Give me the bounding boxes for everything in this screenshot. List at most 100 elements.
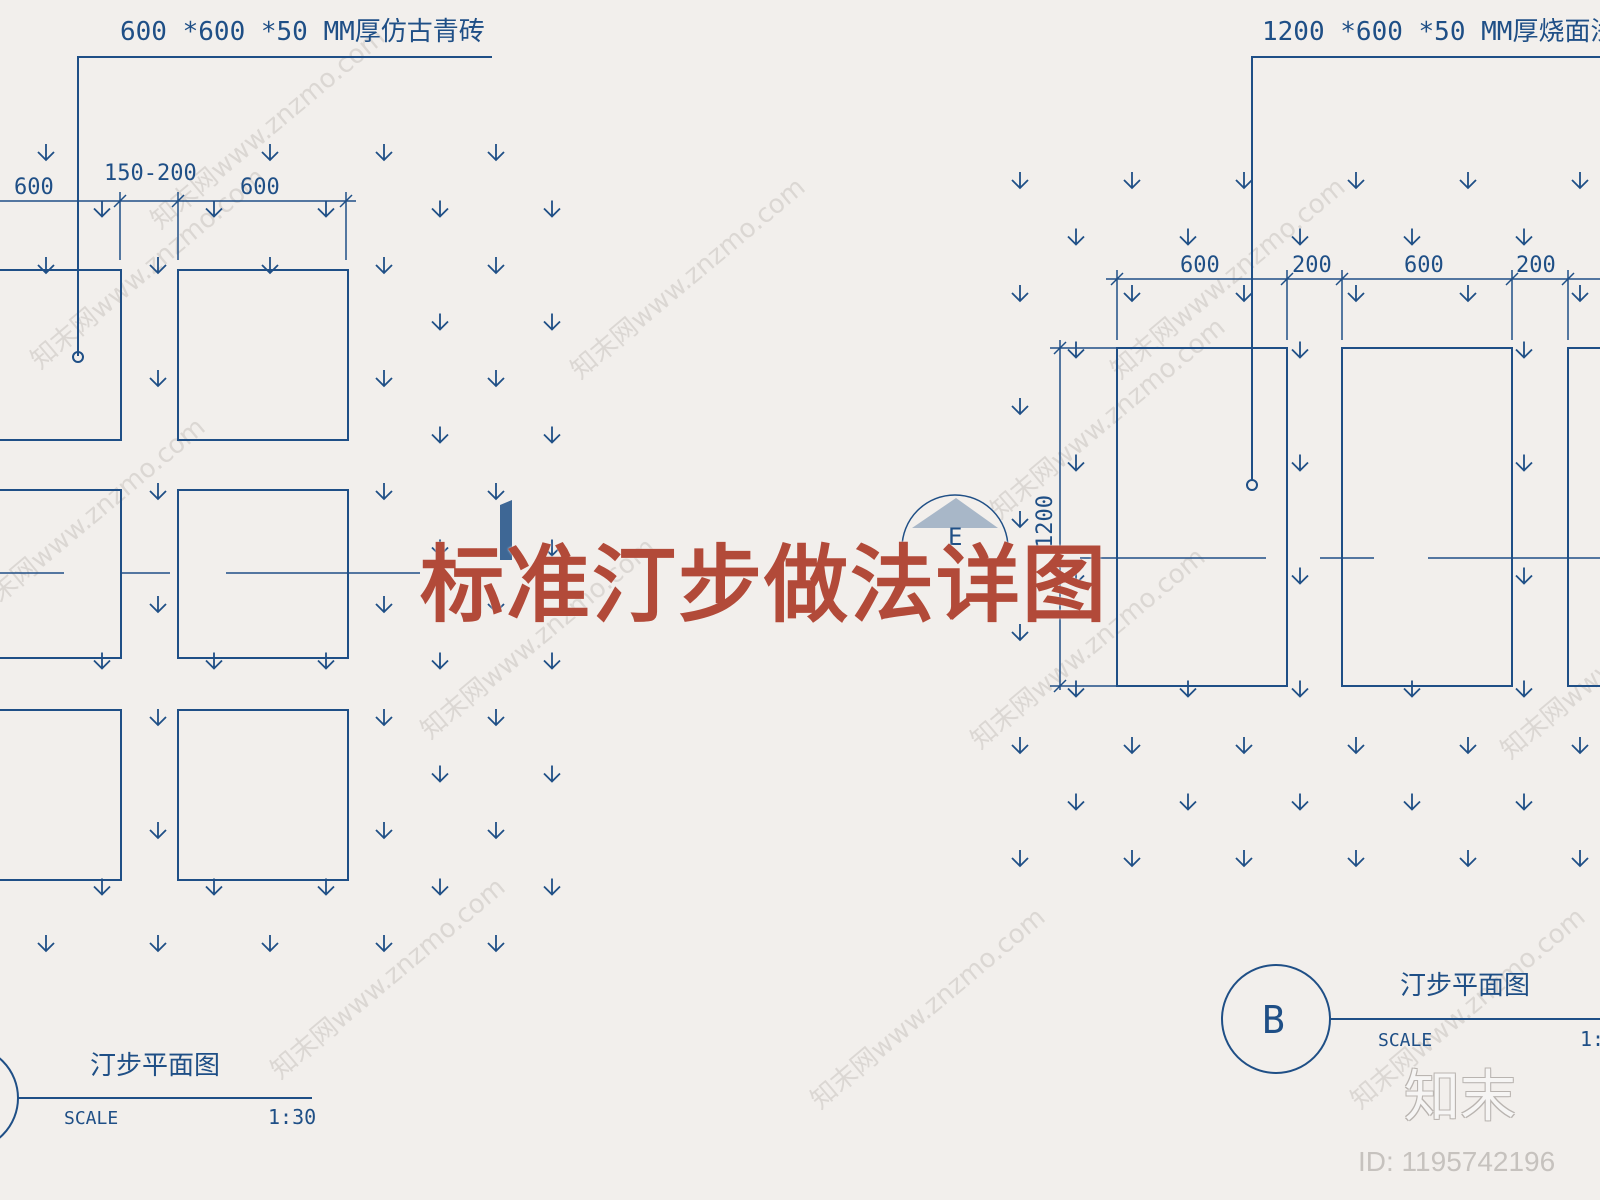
section-cut-arrow [500,500,512,560]
dim-slash [1335,272,1349,286]
left-drawing-marker [0,1057,19,1139]
hatch-arrow [1515,454,1533,472]
hatch-arrow [1515,793,1533,811]
dim-slash [1110,272,1124,286]
hatch-arrow [1459,737,1477,755]
hatch-arrow [1011,398,1029,416]
hatch-arrow [1403,793,1421,811]
hatch-arrow [375,822,393,840]
hatch-arrow [543,426,561,444]
hatch-arrow [487,709,505,727]
stepping-stone [177,269,349,441]
stepping-stone [1116,347,1288,687]
main-title: 标准汀步做法详图 [420,536,1109,634]
watermark-text: 知末网www.znzmo.com [1495,552,1600,765]
left-scale-value: 1:30 [268,1105,316,1129]
right-material-callout: 1200 *600 *50 MM厚烧面浅灰色花岗 [1262,17,1600,47]
stepping-stone [0,709,122,881]
hatch-arrow [149,822,167,840]
left-plan-title: 汀步平面图 [90,1051,220,1081]
hatch-arrow [487,822,505,840]
hatch-arrow [1235,285,1253,303]
hatch-arrow [1011,624,1029,642]
stepping-stone [0,269,122,441]
hatch-arrow [149,709,167,727]
hatch-arrow [1571,850,1589,868]
dim-slash [1280,272,1294,286]
hatch-arrow [1179,680,1197,698]
hatch-arrow [1235,172,1253,190]
dim-slash [1053,679,1067,693]
hatch-arrow [1571,285,1589,303]
hatch-arrow [205,200,223,218]
hatch-arrow [1235,850,1253,868]
hatch-arrow [1235,737,1253,755]
dim-slash [339,194,353,208]
hatch-arrow [149,483,167,501]
section-mark: E [901,494,1009,551]
hatch-arrow [1347,172,1365,190]
hatch-arrow [1291,680,1309,698]
hatch-arrow [431,200,449,218]
hatch-arrow [261,144,279,162]
hatch-arrow [1515,680,1533,698]
right-leader-origin [1246,479,1258,491]
dim-slash [1561,272,1575,286]
hatch-arrow [431,313,449,331]
hatch-arrow [149,370,167,388]
hatch-arrow [543,652,561,670]
left-dim-2: 150-200 [104,161,197,186]
hatch-arrow [431,878,449,896]
watermark-text: 知末网www.znzmo.com [565,172,811,385]
hatch-arrow [1515,567,1533,585]
hatch-arrow [1123,737,1141,755]
section-cut-label: E [948,523,962,551]
hatch-arrow [1347,850,1365,868]
hatch-arrow [431,539,449,557]
hatch-arrow [37,144,55,162]
hatch-arrow [1067,454,1085,472]
hatch-arrow [1011,172,1029,190]
hatch-arrow [431,765,449,783]
stepping-stone [1567,347,1600,687]
watermark-text: 知末网www.znzmo.com [265,872,511,1085]
stepping-stone [177,489,349,659]
hatch-arrow [375,370,393,388]
hatch-arrow [1291,454,1309,472]
left-material-callout: 600 *600 *50 MM厚仿古青砖 [120,17,485,47]
dim-slash [1505,272,1519,286]
hatch-arrow [487,144,505,162]
image-id: ID: 1195742196 [1358,1146,1556,1177]
left-leader-origin [72,351,84,363]
hatch-arrow [205,652,223,670]
hatch-arrow [543,765,561,783]
hatch-arrow [1291,341,1309,359]
hatch-arrow [1459,172,1477,190]
right-dim-3: 600 [1404,253,1444,278]
hatch-arrow [1515,341,1533,359]
right-plan: 1200 *600 *50 MM厚烧面浅灰色花岗 600 200 600 200… [1033,17,1600,1074]
hatch-arrow [375,935,393,953]
section-mark-arc [901,494,1009,549]
hatch-arrow [1515,228,1533,246]
dim-slash [113,194,127,208]
right-section-marker: B [1262,998,1285,1042]
hatch-arrow [1571,737,1589,755]
watermark-text: 知末网www.znzmo.com [0,412,211,625]
left-dim-3: 600 [240,175,280,200]
hatch-arrow [1291,567,1309,585]
watermark-text: 知末网www.znzmo.com [145,22,391,235]
watermark-text: 知末网www.znzmo.com [805,902,1051,1115]
hatch-arrow [317,200,335,218]
hatch-arrow [1403,680,1421,698]
watermark-text: 知末网www.znzmo.com [985,312,1231,525]
hatch-arrow [1403,228,1421,246]
hatch-arrow [1123,172,1141,190]
hatch-arrow [487,935,505,953]
hatch-arrow [149,596,167,614]
left-scale-label: SCALE [64,1108,118,1129]
right-scale-label: SCALE [1378,1030,1432,1051]
hatch-arrow [1067,567,1085,585]
right-scale-value: 1:3 [1580,1027,1600,1051]
hatch-arrow [375,596,393,614]
